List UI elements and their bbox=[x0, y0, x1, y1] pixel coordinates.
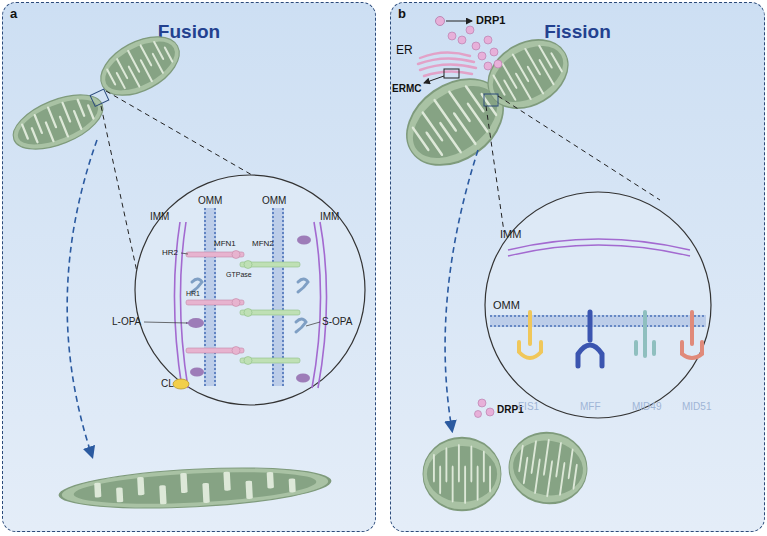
part-label: MID51 bbox=[682, 402, 711, 412]
panel-title: Fusion bbox=[3, 21, 375, 43]
part-label: IMM bbox=[320, 212, 339, 222]
part-label: FIS1 bbox=[518, 402, 539, 412]
part-label: S-OPA bbox=[322, 317, 352, 327]
part-label: MFF bbox=[580, 402, 601, 412]
part-label: MID49 bbox=[632, 402, 661, 412]
part-label: OMM bbox=[198, 196, 222, 206]
part-label: OMM bbox=[262, 196, 286, 206]
part-label: HR2 bbox=[162, 249, 178, 257]
part-label: MFN1 bbox=[214, 240, 236, 248]
part-label: DRP1 bbox=[476, 15, 505, 26]
part-label: IMM bbox=[500, 229, 521, 240]
part-label: HR1 bbox=[186, 290, 200, 297]
panel-letter: a bbox=[10, 6, 17, 21]
part-label: GTPase bbox=[226, 271, 252, 278]
part-label: L-OPA bbox=[112, 317, 141, 327]
part-label: OMM bbox=[493, 300, 520, 311]
part-label: IMM bbox=[150, 212, 169, 222]
part-label: MFN2 bbox=[252, 240, 274, 248]
panel: aFusion bbox=[2, 2, 376, 532]
panel-letter: b bbox=[398, 6, 406, 21]
panel: bFission bbox=[390, 2, 765, 532]
part-label: ER bbox=[396, 44, 413, 56]
panel-title: Fission bbox=[391, 21, 764, 43]
part-label: CL bbox=[161, 379, 174, 389]
part-label: ERMC bbox=[392, 84, 421, 94]
